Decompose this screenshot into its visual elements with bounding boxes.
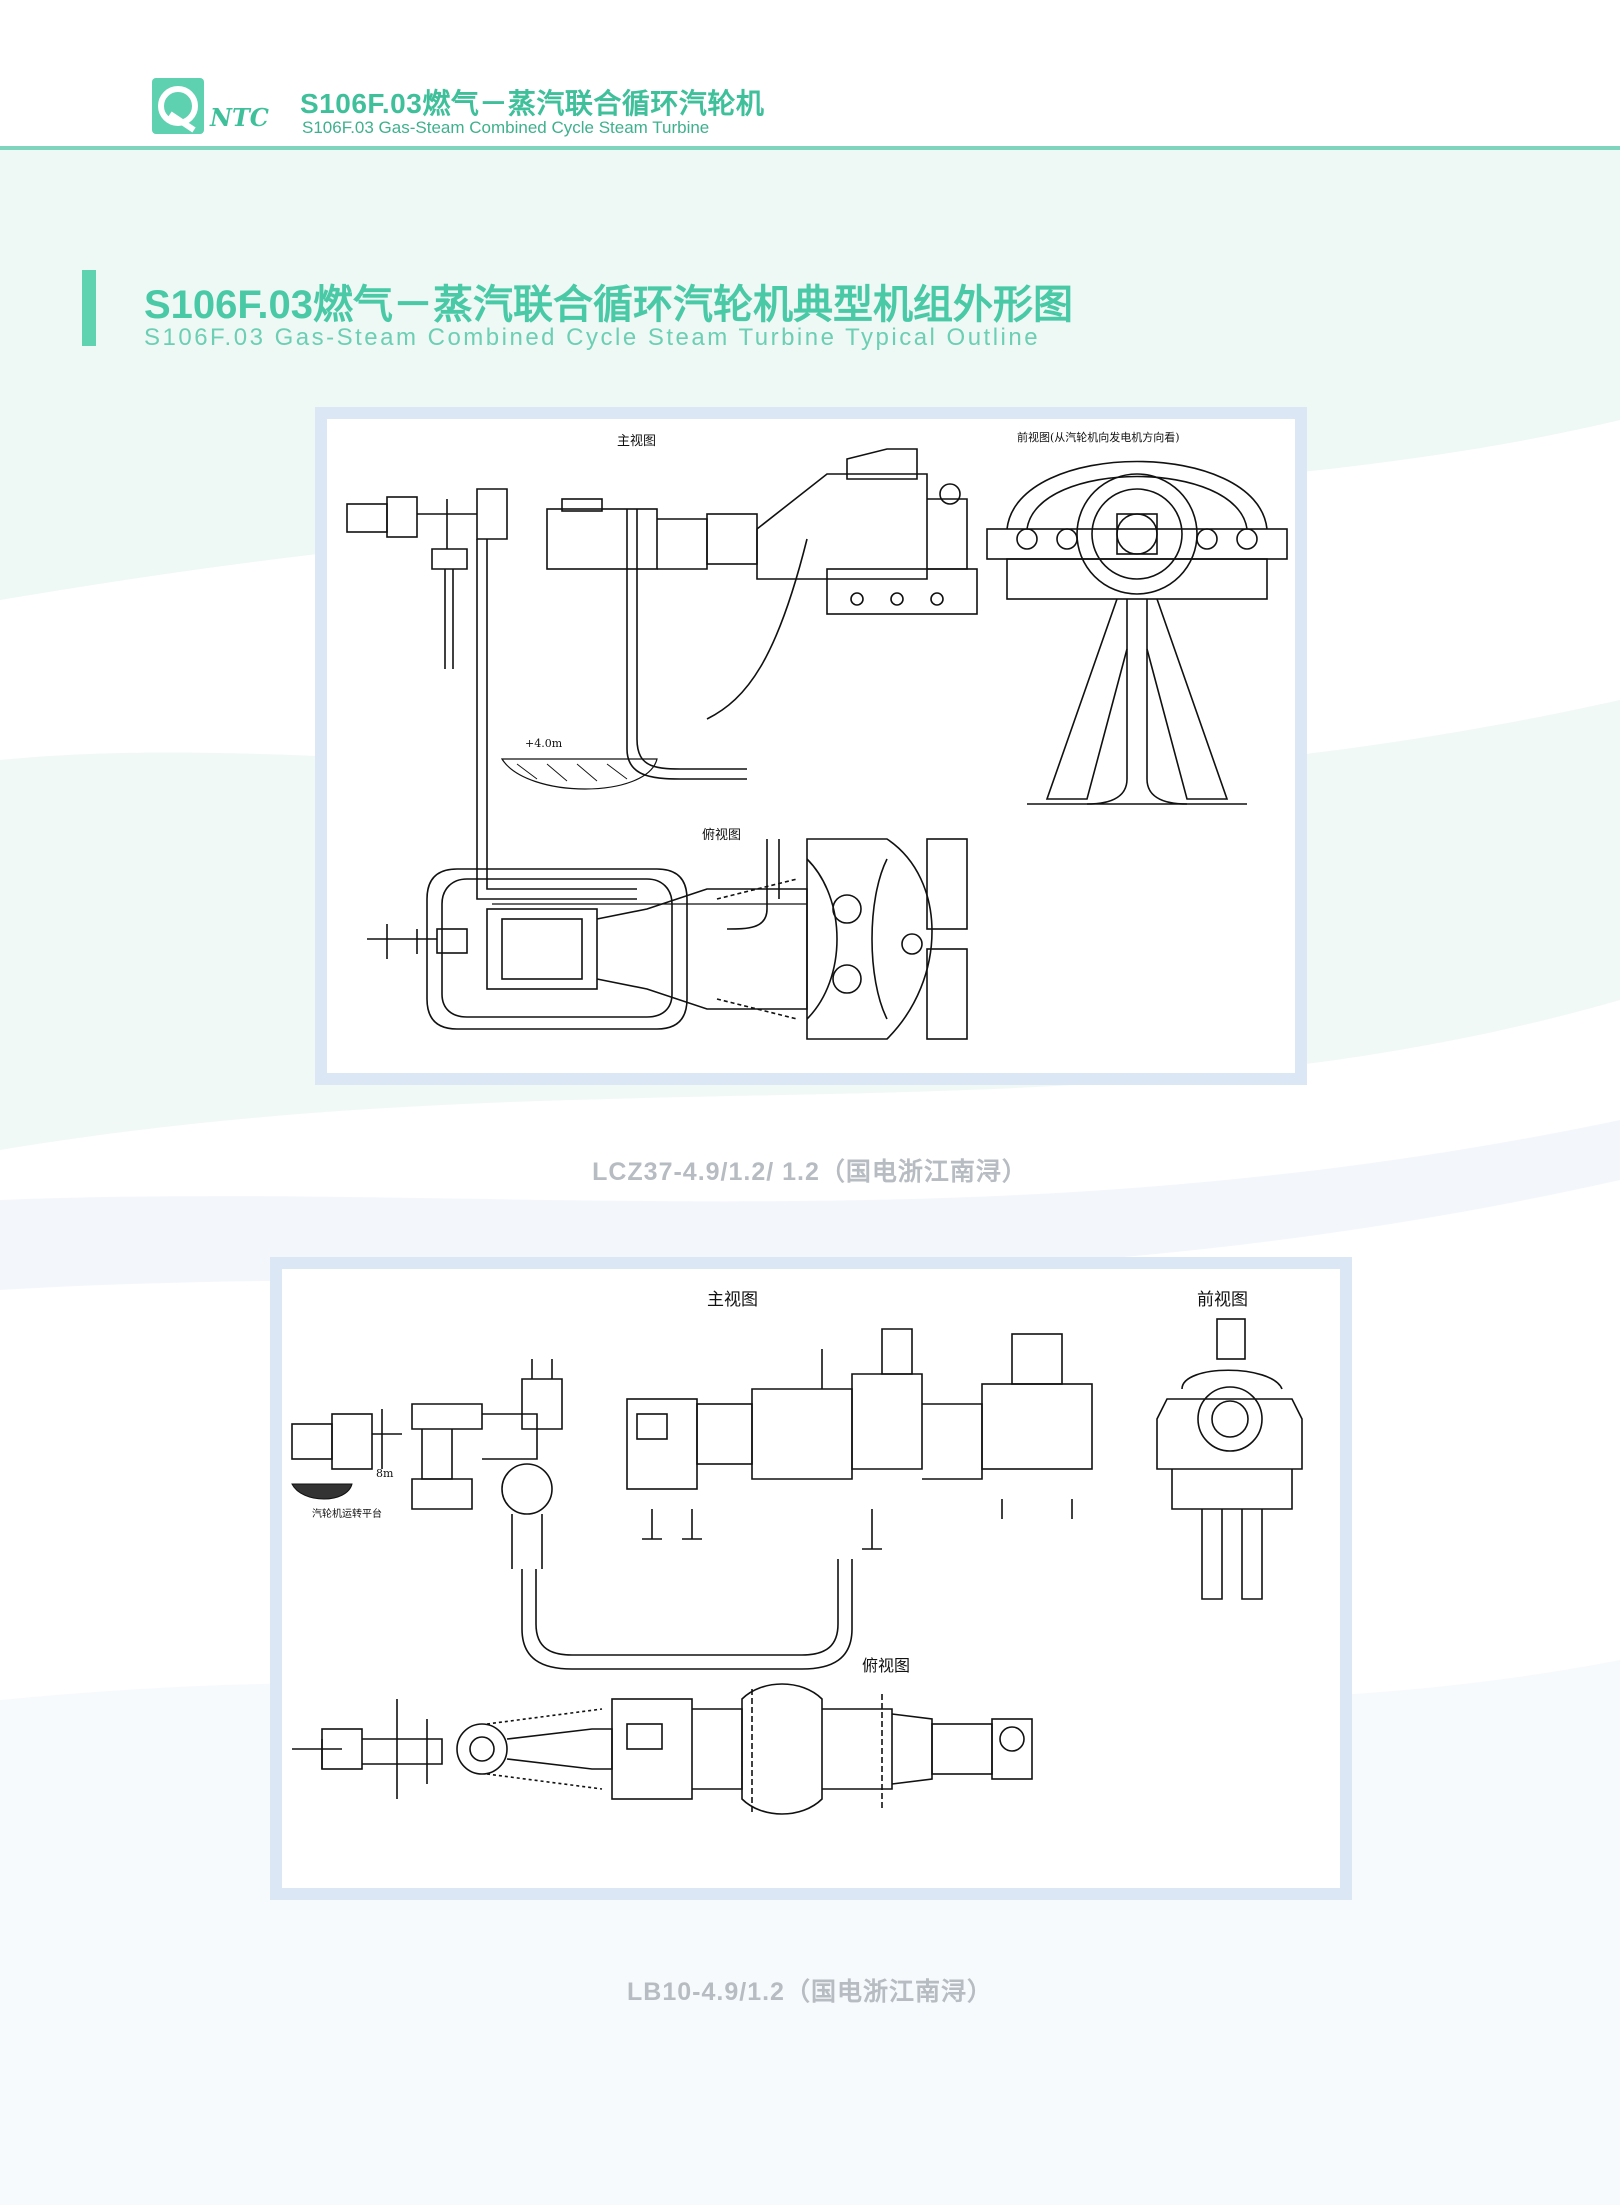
drawing-lb10: 主视图 前视图 俯视图 8m 汽轮机运转平台 <box>291 1290 1303 1815</box>
platform-label: 汽轮机运转平台 <box>312 1507 382 1520</box>
drawing-frame-lb10: 主视图 前视图 俯视图 8m 汽轮机运转平台 <box>270 1257 1352 1900</box>
elevation-label: +4.0m <box>525 737 563 750</box>
page-header: NTC S106F.03燃气－蒸汽联合循环汽轮机 S106F.03 Gas-St… <box>0 0 1620 160</box>
header-title-en: S106F.03 Gas-Steam Combined Cycle Steam … <box>302 118 710 137</box>
top-view-label: 俯视图 <box>702 827 741 843</box>
header-divider <box>0 146 1620 150</box>
section-title-cn: S106F.03燃气－蒸汽联合循环汽轮机典型机组外形图 <box>144 283 1074 327</box>
main-view-label: 主视图 <box>617 434 656 449</box>
drawing-caption-lcz37: LCZ37-4.9/1.2/ 1.2（国电浙江南浔） <box>592 1158 1028 1186</box>
drawing-caption-lb10: LB10-4.9/1.2（国电浙江南浔） <box>627 1978 993 2006</box>
front-view-label: 前视图 <box>1197 1290 1248 1310</box>
logo-text: NTC <box>209 103 269 132</box>
ntc-logo: NTC <box>150 74 290 138</box>
front-view-label: 前视图(从汽轮机向发电机方向看) <box>1017 430 1180 444</box>
top-view-label: 俯视图 <box>862 1656 910 1675</box>
main-view-label: 主视图 <box>707 1290 758 1310</box>
header-title-cn: S106F.03燃气－蒸汽联合循环汽轮机 <box>300 88 765 119</box>
elevation-label: 8m <box>376 1467 394 1480</box>
section-title-en: S106F.03 Gas-Steam Combined Cycle Steam … <box>144 324 1041 351</box>
drawing-lcz37: 主视图 前视图(从汽轮机向发电机方向看) 俯视图 +4.0m <box>346 430 1288 1040</box>
section-title-bar <box>82 270 96 346</box>
drawing-frame-lcz37: 主视图 前视图(从汽轮机向发电机方向看) 俯视图 +4.0m <box>315 407 1307 1085</box>
